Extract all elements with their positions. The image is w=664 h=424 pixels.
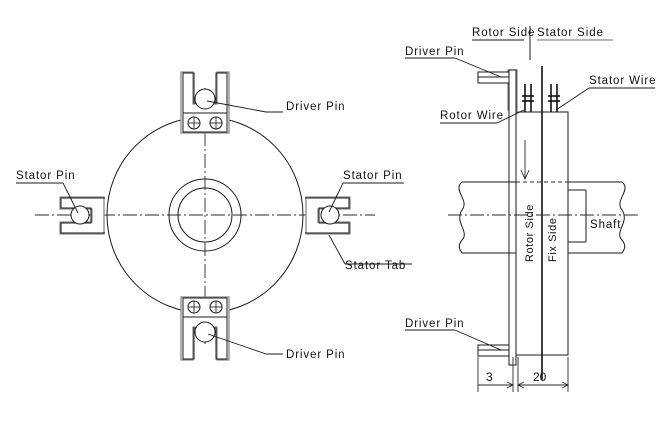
dimension-value-3: 3 [486,370,493,384]
label-driver-pin-bottom: Driver Pin [286,349,345,361]
label-stator-tab: Stator Tab [345,260,406,272]
stator-tab-left-shadow [59,196,105,235]
shaft-break-left [459,182,464,253]
dim-arrow-20-left [516,381,525,389]
driver-pin-stub-bottom [478,345,509,356]
section-view-group: Rotor Side Stator Side [405,26,656,392]
shaft: Shaft [448,182,640,253]
label-stator-wire: Stator Wire [589,75,656,87]
label-stator-pin-right: Stator Pin [343,170,403,182]
label-stator-side-header: Stator Side [537,27,604,39]
stator-tab-left-outline [61,198,105,233]
stator-tab-right [305,196,351,235]
stator-pin-hole-left [71,206,89,224]
stator-wire-bundle [548,84,560,112]
leader-stator-wire [555,87,655,111]
direction-arrow [520,140,530,181]
leader-rotor-wire [440,109,525,124]
dimension-value-20: 20 [533,370,547,384]
screw-bottom-right [210,301,222,313]
screw-bottom-left [188,301,200,313]
label-section-driver-pin-top: Driver Pin [405,46,464,58]
stator-pin-hole-right [321,206,339,224]
leader-stator-tab [328,234,412,265]
label-rotor-side-vertical: Rotor Side [524,204,536,262]
label-stator-pin-left: Stator Pin [16,170,76,182]
label-rotor-wire: Rotor Wire [440,110,504,122]
stator-tab-left [59,196,105,235]
stator-tab-right-outline [305,198,349,233]
label-driver-pin-top: Driver Pin [286,101,345,113]
driver-pin-tab-top [180,71,230,134]
front-view-group: Driver Pin Driver Pin Stator Pin Stator … [16,71,412,361]
driver-pin-tab-bottom [180,296,230,361]
leader-stator-pin-right [328,182,404,213]
stator-tab-right-shadow [305,196,351,235]
driver-pin-hole-bottom [195,322,215,342]
leader-driver-pin-bottom [207,333,283,355]
dim-arrow-20-right [561,381,570,389]
label-fix-side-vertical: Fix Side [547,217,559,262]
leader-stator-pin-left [16,182,79,214]
rotor-wire-bundle [522,84,534,112]
shaft-keyway-bracket [568,190,586,242]
label-shaft: Shaft [590,219,621,231]
leader-driver-pin-top [206,100,283,113]
label-rotor-side-header: Rotor Side [472,27,535,39]
screw-top-left [188,117,200,129]
tab-top-outline [183,73,227,132]
dim-arrow-3 [506,381,515,389]
tab-bottom-outline [183,298,227,359]
body-block [516,66,568,380]
driver-pin-stub-top [478,72,509,83]
screw-top-right [210,117,222,129]
dimension-group: 3 20 [477,357,570,392]
leader-section-driver-pin-top [405,57,502,78]
shaft-break-right [620,182,625,253]
label-section-driver-pin-bottom: Driver Pin [405,318,464,330]
leader-section-driver-pin-bottom [405,329,502,351]
driver-pin-hole-top [195,89,215,109]
